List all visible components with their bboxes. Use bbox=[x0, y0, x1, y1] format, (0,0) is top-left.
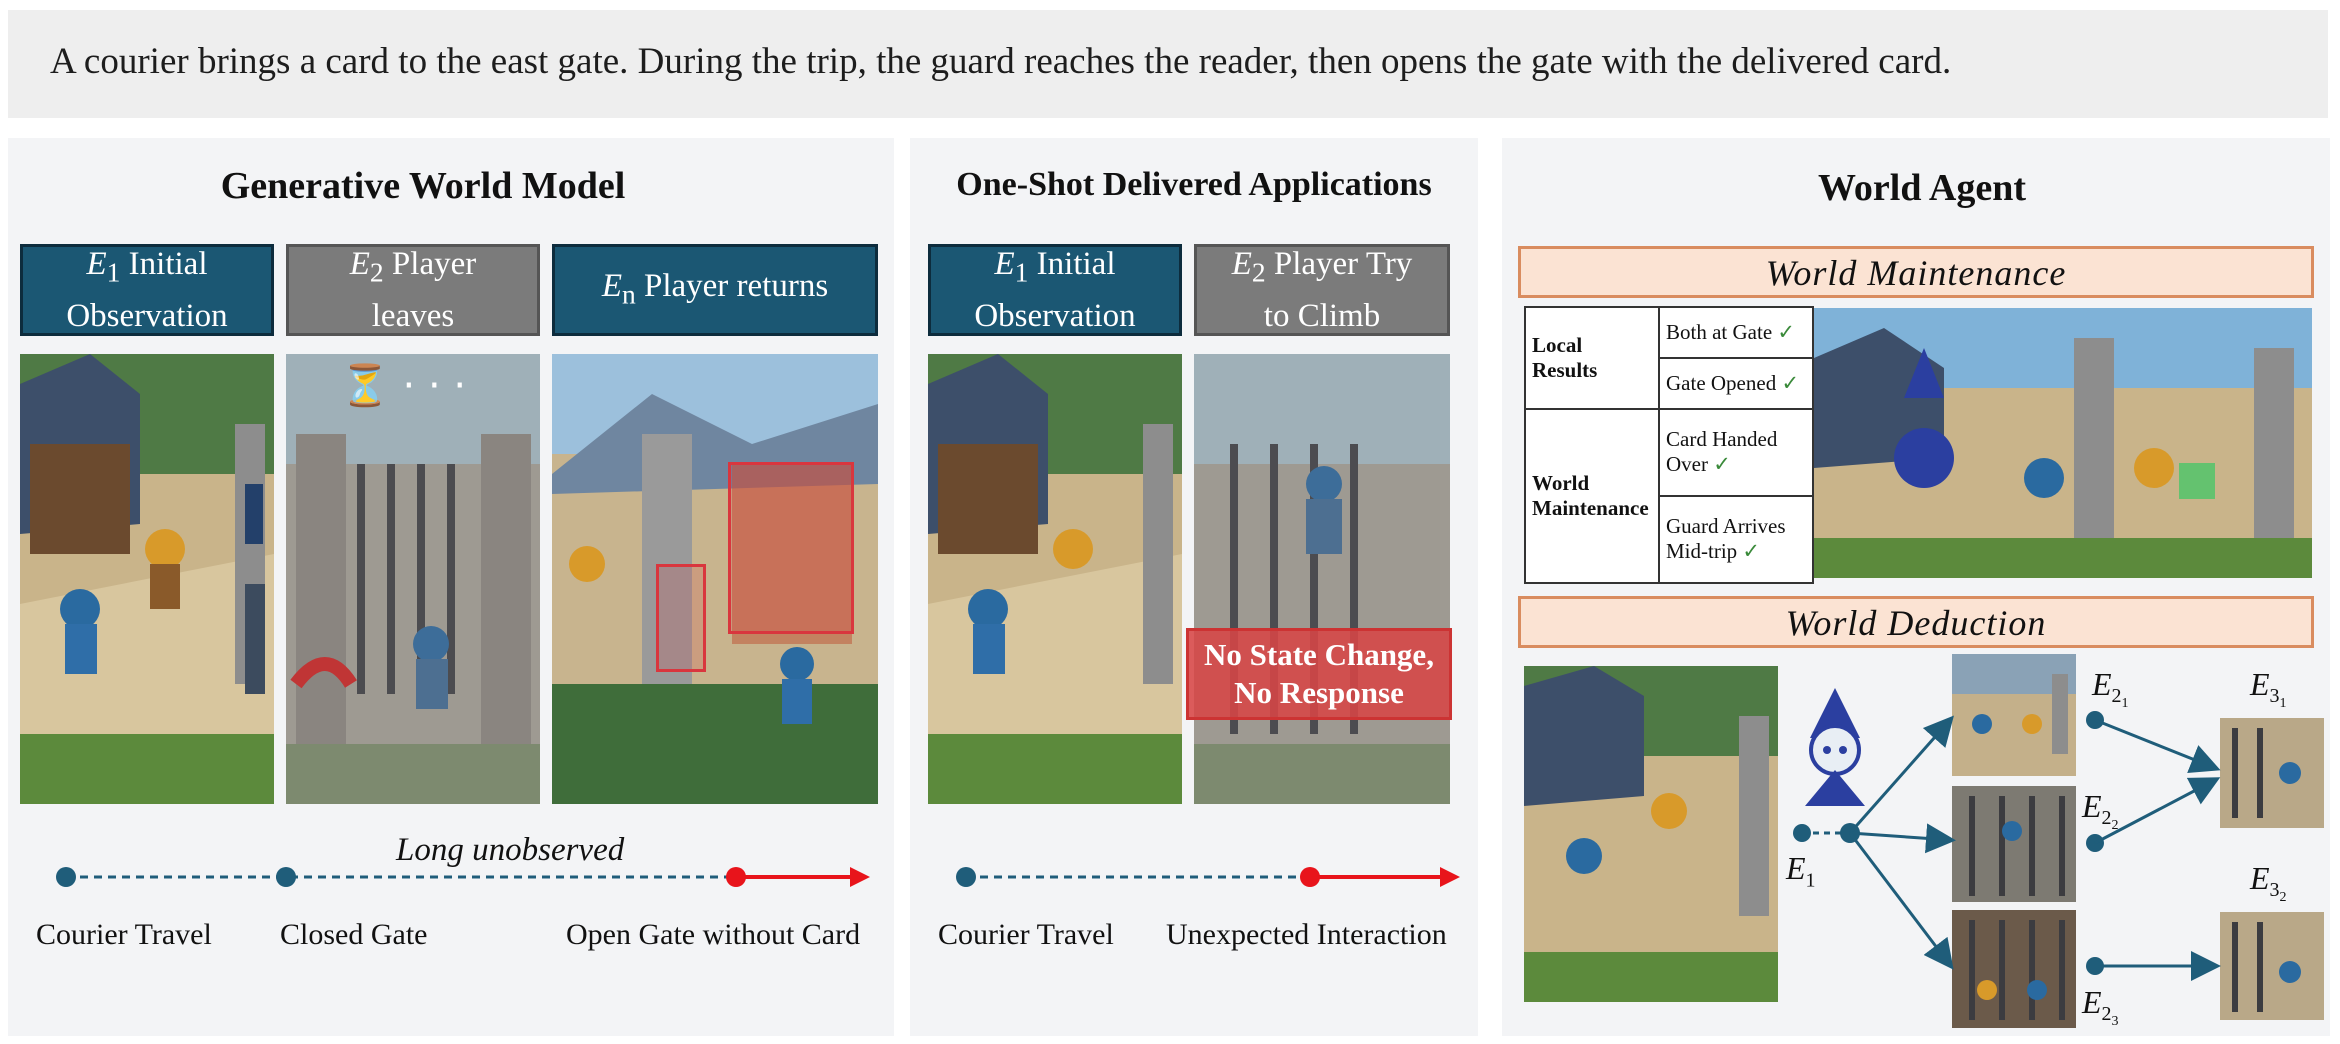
timeline-label-open-gate: Open Gate without Card bbox=[566, 918, 861, 951]
local-results-label: Local Results bbox=[1524, 306, 1660, 410]
caption-banner bbox=[8, 10, 2328, 118]
deduction-graph bbox=[1793, 711, 2221, 981]
timeline-node bbox=[1300, 867, 1320, 887]
status-table: Local Results Both at Gate ✓ Gate Opened… bbox=[1524, 306, 1814, 585]
panel-title-middle: One-Shot Delivered Applications bbox=[956, 166, 1432, 203]
card-e1-initial-middle: E1 Initial Observation bbox=[928, 244, 1182, 336]
scene-middle-e1-image bbox=[928, 354, 1182, 804]
timeline-node bbox=[56, 867, 76, 887]
timeline-node bbox=[726, 867, 746, 887]
branch-image-e21 bbox=[1952, 654, 2076, 776]
caption-text: A courier brings a card to the east gate… bbox=[50, 41, 1952, 82]
branch-image-e22 bbox=[1952, 786, 2076, 902]
node-label-e23: E23 bbox=[2082, 984, 2119, 1030]
highlight-box-gate bbox=[728, 462, 854, 634]
status-item: Gate Opened ✓ bbox=[1658, 356, 1814, 410]
card-en-player-returns: En Player returns bbox=[552, 244, 878, 336]
node-label-e32: E32 bbox=[2250, 860, 2287, 906]
status-item: Both at Gate ✓ bbox=[1658, 306, 1814, 359]
timeline-node bbox=[276, 867, 296, 887]
timeline-middle bbox=[956, 867, 1460, 887]
branch-image-e32 bbox=[2220, 912, 2324, 1020]
scene-e1-image bbox=[20, 354, 274, 804]
panel-title-right: World Agent bbox=[1818, 167, 2026, 209]
node-e1-dot bbox=[1793, 824, 1811, 842]
scene-en-image bbox=[552, 354, 878, 804]
panel-title-left: Generative World Model bbox=[220, 165, 626, 207]
branch-image-e31 bbox=[2220, 718, 2324, 828]
status-item: Guard Arrives Mid-trip ✓ bbox=[1658, 494, 1814, 585]
node-label-e22: E22 bbox=[2082, 788, 2119, 834]
no-state-change-label: No State Change, No Response bbox=[1186, 628, 1452, 720]
timeline-caption: Long unobserved bbox=[396, 832, 625, 868]
wizard-robot-image bbox=[1790, 688, 1880, 808]
world-maintenance-header: World Maintenance bbox=[1518, 246, 2314, 298]
scene-e2-image bbox=[286, 354, 540, 804]
card-e1-initial: E1 Initial Observation bbox=[20, 244, 274, 336]
timeline-label-courier-travel: Courier Travel bbox=[36, 918, 212, 951]
status-item: Card Handed Over ✓ bbox=[1658, 407, 1814, 497]
world-maintenance-label: World Maintenance bbox=[1524, 407, 1660, 585]
timeline-label-closed-gate: Closed Gate bbox=[280, 918, 428, 951]
timeline-left bbox=[56, 867, 870, 887]
world-deduction-header: World Deduction bbox=[1518, 596, 2314, 648]
card-e2-try-climb: E2 Player Try to Climb bbox=[1194, 244, 1450, 336]
node-label-e1: E1 bbox=[1786, 850, 1816, 892]
scene-world-agent-image bbox=[1814, 308, 2312, 578]
hourglass-icon: ⏳ · · · bbox=[340, 363, 467, 409]
branch-image-e23 bbox=[1952, 910, 2076, 1028]
scene-deduction-main-image bbox=[1524, 666, 1778, 1002]
timeline-label-unexpected: Unexpected Interaction bbox=[1166, 918, 1447, 951]
highlight-box-reader bbox=[656, 564, 706, 672]
timeline-node bbox=[956, 867, 976, 887]
scene-middle-e2-image bbox=[1194, 354, 1450, 804]
node-label-e31: E31 bbox=[2250, 666, 2287, 712]
timeline-label-courier-travel-middle: Courier Travel bbox=[938, 918, 1114, 951]
card-e2-player-leaves: E2 Player leaves bbox=[286, 244, 540, 336]
node-label-e21: E21 bbox=[2092, 666, 2129, 712]
